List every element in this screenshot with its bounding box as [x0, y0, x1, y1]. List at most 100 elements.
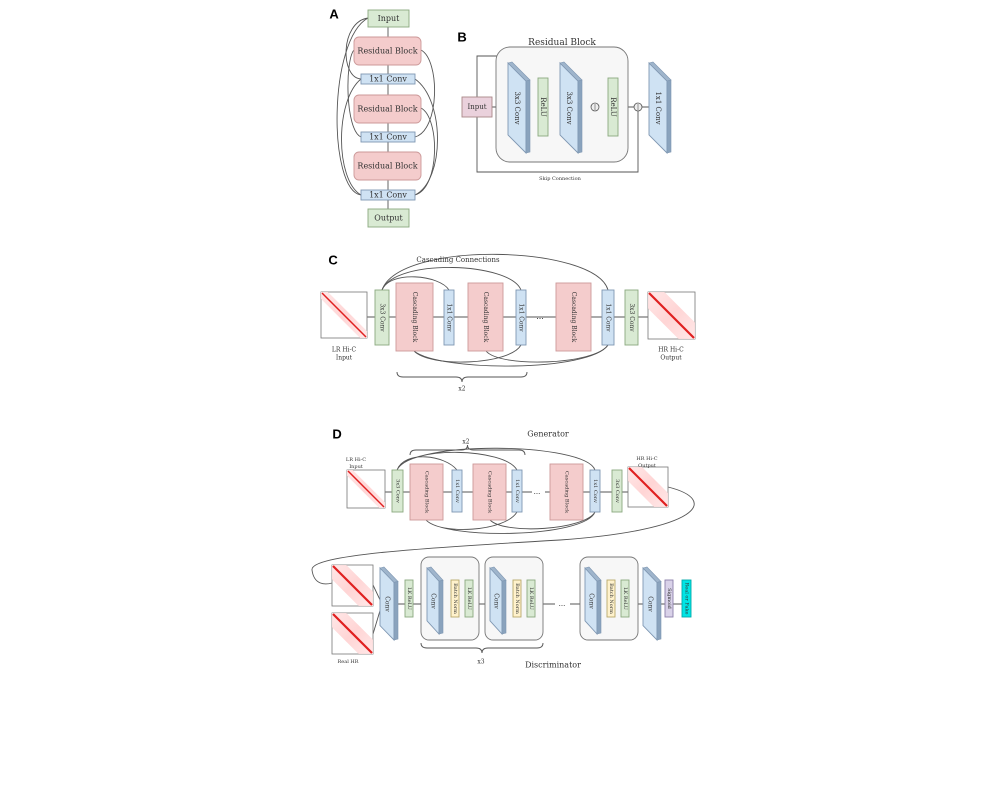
d-lr-label-2: Input — [349, 464, 363, 470]
b-relu-2 — [607, 77, 619, 137]
a-conv1x1-2 — [360, 131, 416, 143]
c-conv1x1-2 — [515, 289, 527, 346]
d-gen-conv3x3-out — [611, 469, 623, 513]
c-repeat-label: x2 — [458, 386, 465, 393]
d-hr-label-2: Output — [638, 463, 656, 469]
a-skip-7 — [414, 78, 438, 196]
c-conv1x1-3-label: 1x1 Conv — [605, 303, 612, 332]
b-conv3x3-2-side — [577, 79, 583, 154]
b-conv3x3-2-label: 3x3 Conv — [565, 91, 573, 124]
d-lr-label-1: LR Hi-C — [346, 457, 366, 463]
a-residual-block-3 — [353, 151, 422, 181]
d-disc-block-1-conv-side — [438, 579, 444, 635]
d-disc-conv-1-label: Conv — [384, 596, 391, 612]
c-lr-label-1: LR Hi-C — [332, 347, 357, 354]
d-real-hr-label: Real HR — [337, 659, 358, 665]
c-cascading-block-3 — [555, 282, 592, 352]
d-disc-real-or-fake-label: Real or Fake — [684, 583, 690, 615]
d-gen-conv1x1-2-label: 1x1 Conv — [514, 479, 520, 503]
a-output-box — [367, 208, 410, 228]
a-output-box-label: Output — [374, 214, 403, 223]
a-conv1x1-3 — [360, 189, 416, 201]
c-cascading-block-1-label: Cascading Block — [411, 292, 418, 343]
d-gen-cascading-block-2 — [472, 463, 507, 521]
b-conv1x1-label: 1x1 Conv — [654, 91, 662, 124]
b-conv3x3-1-label: 3x3 Conv — [513, 91, 521, 124]
a-input-box-label: Input — [378, 14, 401, 23]
d-disc-block-2-batch-norm — [512, 579, 522, 618]
c-lr-label-2: Input — [336, 355, 353, 362]
d-disc-block-3-conv-side — [596, 579, 602, 635]
a-skip-3 — [414, 107, 436, 196]
c-conv3x3-in-label: 3x3 Conv — [379, 303, 386, 332]
a-conv1x1-1-label: 1x1 Conv — [369, 75, 407, 84]
d-disc-block-1-batch-norm-label: Batch Norm — [452, 583, 458, 614]
d-gen-conv1x1-1 — [451, 469, 463, 513]
c-hr-label-2: Output — [660, 355, 682, 362]
c-conv1x1-3 — [601, 289, 615, 346]
d-disc-block-2-conv-side — [501, 579, 507, 635]
d-disc-lk-relu-1-label: LK ReLU — [406, 587, 412, 610]
c-conv3x3-out — [624, 289, 639, 346]
c-casc-bot-3 — [485, 344, 609, 363]
d-discriminator-title: Discriminator — [525, 661, 581, 670]
c-cascading-block-2-label: Cascading Block — [482, 292, 489, 343]
a-input-box — [367, 9, 410, 28]
c-title: Cascading Connections — [416, 256, 500, 264]
diagram-blocks — [320, 9, 696, 655]
d-disc-block-2-conv-label: Conv — [493, 593, 500, 609]
d-disc-block-2-lk-relu — [526, 579, 536, 618]
d-generator-brace — [409, 444, 526, 456]
c-conv3x3-in — [374, 289, 390, 346]
a-skip-5 — [341, 78, 362, 196]
a-residual-block-2 — [353, 94, 422, 124]
a-residual-block-3-label: Residual Block — [357, 162, 417, 171]
c-casc-top-2 — [381, 267, 522, 291]
d-gen-conv3x3-out-label: 3x3 Conv — [614, 479, 620, 503]
d-hr-hic-output-diagonal — [628, 467, 668, 507]
b-relu-1 — [537, 77, 549, 137]
b-relu-2-label: ReLU — [609, 97, 617, 117]
a-residual-block-1-label: Residual Block — [357, 47, 417, 56]
d-disc-block-1-lk-relu-label: LK ReLU — [466, 587, 472, 610]
a-residual-block-2-label: Residual Block — [357, 105, 417, 114]
panel-label-c: C — [328, 253, 338, 268]
c-cascading-block-3-label: Cascading Block — [570, 292, 577, 343]
d-disc-block-3-lk-relu-label: LK ReLU — [622, 587, 628, 610]
d-gen-conv1x1-3 — [589, 469, 601, 513]
c-conv1x1-2-label: 1x1 Conv — [518, 303, 525, 332]
d-disc-conv-final-label: Conv — [647, 596, 654, 612]
d-disc-conv-final-side — [656, 581, 662, 641]
a-conv1x1-3-label: 1x1 Conv — [369, 191, 407, 200]
d-disc-lk-relu-1 — [404, 579, 414, 618]
d-gen-conv1x1-2 — [511, 469, 523, 513]
d-gen-cascading-block-1 — [409, 463, 444, 521]
d-disc-repeat-label: x3 — [477, 659, 484, 666]
b-conv1x1-side — [666, 79, 672, 154]
c-cascading-block-2 — [467, 282, 504, 352]
a-conv1x1-2-label: 1x1 Conv — [369, 133, 407, 142]
d-generator-title: Generator — [527, 430, 569, 439]
d-disc-generated-hr-diagonal — [332, 565, 373, 606]
d-generator-repeat: x2 — [462, 439, 469, 446]
d-disc-conv-1-side — [393, 581, 399, 641]
b-residual-block-title: Residual Block — [528, 38, 596, 48]
d-gen-conv3x3-in — [391, 469, 404, 513]
d-disc-sigmoid-label: Sigmoid — [666, 588, 672, 610]
d-disc-block-3-batch-norm — [606, 579, 616, 618]
d-gen-casc-bot — [425, 511, 596, 534]
c-repeat-brace — [396, 371, 528, 383]
b-input-box — [461, 96, 493, 118]
d-lr-hic-input-diagonal — [347, 470, 385, 508]
d-disc-block-3-conv-label: Conv — [588, 593, 595, 609]
d-disc-block-2-batch-norm-label: Batch Norm — [514, 583, 520, 614]
a-skip-1 — [345, 17, 369, 80]
d-disc-block-1-batch-norm — [450, 579, 460, 618]
b-relu-1-label: ReLU — [539, 97, 547, 117]
panel-label-a: A — [329, 7, 339, 22]
c-conv3x3-out-label: 3x3 Conv — [628, 303, 635, 332]
d-gen-to-disc — [311, 486, 695, 585]
c-conv1x1-1 — [443, 289, 455, 346]
a-skip-2 — [414, 49, 436, 138]
